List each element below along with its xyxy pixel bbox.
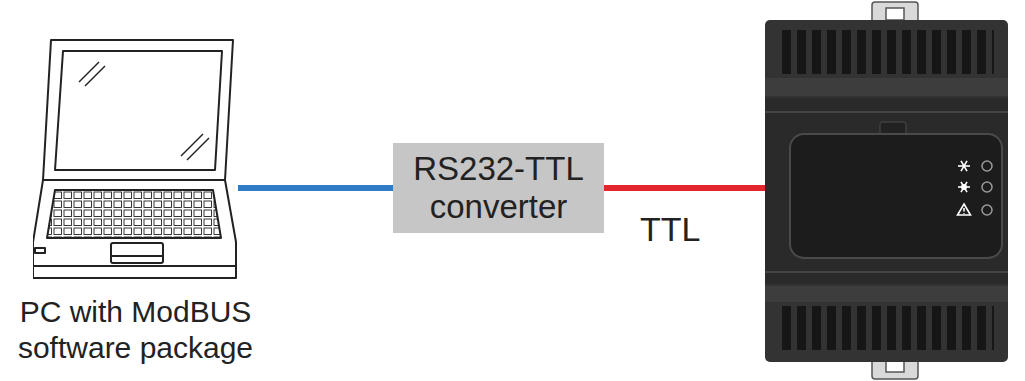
controller-device bbox=[765, 2, 1008, 379]
laptop-touchpad bbox=[111, 243, 163, 263]
led-symbols bbox=[958, 161, 971, 215]
laptop-keyboard bbox=[47, 190, 221, 238]
laptop-illustration bbox=[33, 38, 238, 290]
touchpad-buttons bbox=[111, 255, 163, 257]
status-led bbox=[982, 205, 992, 215]
signal-label: TTL bbox=[640, 211, 700, 248]
terminal-slots bbox=[782, 306, 994, 350]
panel-edge bbox=[765, 111, 1008, 113]
device-caption: PC with ModBUS software package bbox=[5, 294, 267, 366]
laptop-base bbox=[33, 180, 236, 278]
laptop-screen bbox=[55, 51, 222, 170]
status-led bbox=[982, 161, 992, 171]
converter-box: RS232-TTL converter bbox=[393, 143, 604, 233]
terminal-ridge bbox=[765, 286, 1008, 302]
panel-edge bbox=[765, 271, 1008, 273]
laptop-lid bbox=[43, 40, 233, 180]
terminal-ridge bbox=[765, 78, 1008, 96]
laptop-front-edge bbox=[33, 265, 236, 267]
terminal-slots bbox=[782, 30, 994, 74]
serial-cable bbox=[238, 185, 393, 191]
status-led bbox=[982, 182, 992, 192]
alarm-symbol bbox=[958, 204, 971, 215]
ttl-wire bbox=[598, 185, 767, 191]
snowflake-symbol bbox=[958, 161, 970, 171]
din-clip-slot bbox=[886, 8, 904, 20]
computer-node: PC with ModBUS software package bbox=[33, 38, 238, 290]
box-label: RS232-TTL converter bbox=[403, 150, 594, 226]
defrost-symbol bbox=[958, 182, 970, 192]
laptop-port bbox=[35, 248, 45, 253]
device-body bbox=[765, 20, 1008, 362]
display-window bbox=[790, 134, 1002, 258]
screen-glare bbox=[79, 62, 209, 160]
front-panel bbox=[765, 98, 1008, 284]
